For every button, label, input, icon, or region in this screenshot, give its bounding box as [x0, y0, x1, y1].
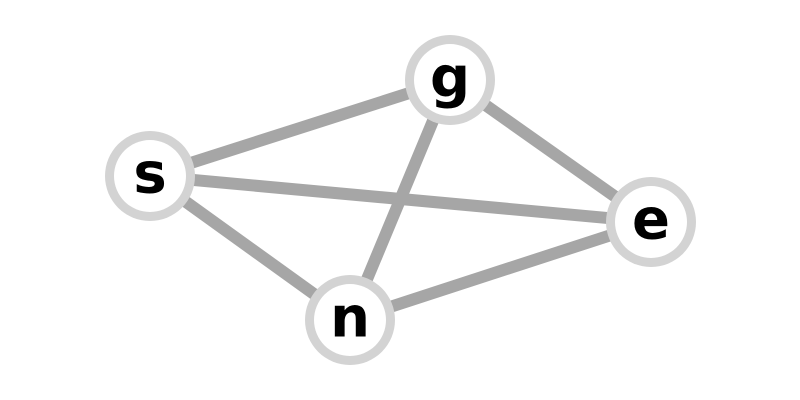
nodes-layer: s g e n [105, 35, 696, 365]
node-n: n [305, 275, 395, 365]
edge-n-e [348, 216, 653, 326]
node-fill-n [314, 284, 386, 356]
node-label-s: s [133, 142, 166, 207]
node-label-e: e [632, 188, 670, 253]
edge-s-g [148, 74, 452, 182]
node-g: g [405, 35, 495, 125]
node-label-n: n [330, 286, 370, 351]
node-fill-g [414, 44, 486, 116]
node-fill-s [114, 140, 186, 212]
node-label-g: g [430, 46, 470, 111]
node-s: s [105, 131, 195, 221]
edges-layer [146, 74, 655, 326]
node-e: e [606, 177, 696, 267]
node-fill-e [615, 186, 687, 258]
